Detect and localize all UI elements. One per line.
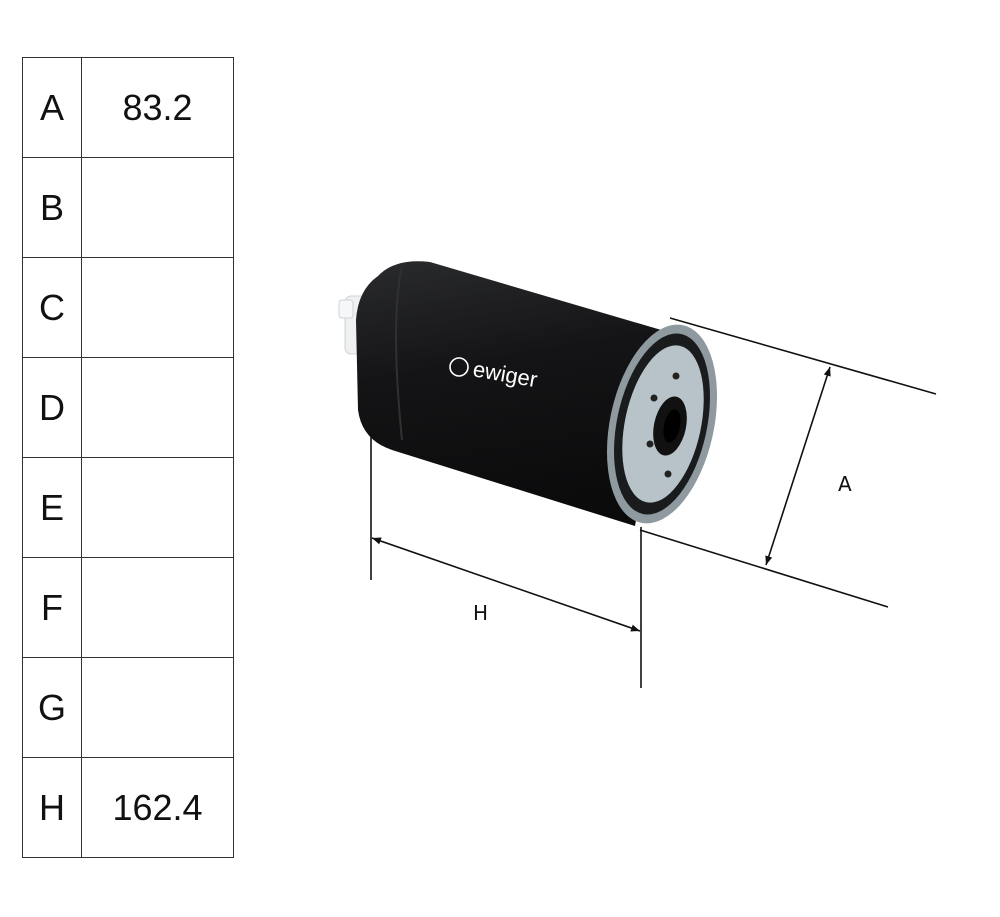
table-row: G bbox=[22, 657, 234, 758]
dimension-value: 83.2 bbox=[81, 57, 234, 158]
filter-body bbox=[356, 261, 668, 526]
dimension-key: G bbox=[22, 657, 82, 758]
dimension-key: A bbox=[22, 57, 82, 158]
fuel-filter-image: ewiger bbox=[338, 261, 718, 526]
table-row: E bbox=[22, 457, 234, 558]
dimension-value bbox=[81, 457, 234, 558]
brand-logo-icon bbox=[449, 357, 469, 377]
dimension-value: 162.4 bbox=[81, 757, 234, 858]
dimension-value bbox=[81, 357, 234, 458]
dimension-a bbox=[639, 317, 937, 608]
dimension-key: H bbox=[22, 757, 82, 858]
table-row: F bbox=[22, 557, 234, 658]
filter-end-plate bbox=[606, 324, 718, 524]
dimension-value bbox=[81, 657, 234, 758]
table-row: C bbox=[22, 257, 234, 358]
dimension-value bbox=[81, 257, 234, 358]
dimension-key: B bbox=[22, 157, 82, 258]
dimension-label-h: H bbox=[473, 601, 488, 625]
dimension-h bbox=[370, 420, 642, 688]
dimension-key: C bbox=[22, 257, 82, 358]
dimension-key: F bbox=[22, 557, 82, 658]
dimension-label-a: A bbox=[838, 472, 852, 496]
